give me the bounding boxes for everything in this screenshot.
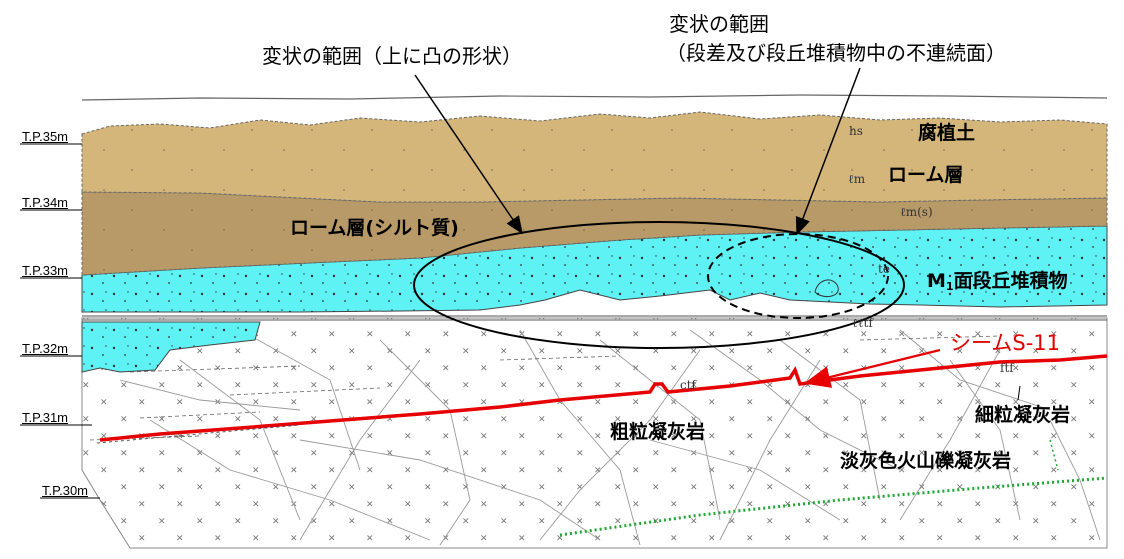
code-te: te (878, 262, 890, 276)
elevation-label-34: T.P.34m (22, 195, 69, 210)
code-hs: hs (849, 124, 863, 138)
deformation-ellipse-solid (413, 221, 905, 349)
arrow-step (795, 67, 861, 236)
fine-tuff-label: 細粒凝灰岩 (975, 404, 1071, 426)
elevation-label-31: T.P.31m (22, 410, 69, 425)
code-ctf: ctf (680, 378, 696, 392)
deformation-convex-caption: 変状の範囲（上に凸の形状） (262, 44, 522, 68)
arrow-seam (803, 348, 941, 388)
deformation-ellipse-dashed (707, 233, 889, 319)
arrow-convex (414, 74, 523, 235)
code-lltf: ℓℓtf (852, 316, 873, 330)
seam-label: シームS-11 (950, 331, 1060, 355)
fracture-lines (119, 329, 1101, 546)
deformation-step-detail: （段差及び段丘堆積物中の不連続面） (666, 41, 1006, 65)
lapilli-tuff-label: 淡灰色火山礫凝灰岩 (840, 450, 1012, 472)
elevation-label-35: T.P.35m (22, 129, 69, 144)
terrace-deposit-label: M1面段丘堆積物 (927, 270, 1068, 293)
humus-label: 腐植土 (918, 122, 976, 144)
code-lm: ℓm (848, 172, 866, 186)
silty-loam-label: ローム層(シルト質) (290, 217, 459, 239)
deformation-step-caption: 変状の範囲 (669, 12, 769, 36)
coarse-tuff-label: 粗粒凝灰岩 (610, 421, 706, 443)
code-lms: ℓm(s) (900, 205, 933, 219)
loam-label: ローム層 (888, 164, 964, 186)
elevation-label-30: T.P.30m (42, 483, 89, 498)
code-ftf: ftf (1000, 361, 1014, 375)
tuff-boundary-line (559, 476, 1108, 537)
elevation-label-33: T.P.33m (22, 263, 69, 278)
elevation-label-32: T.P.32m (22, 341, 69, 356)
seam-s11-line (99, 354, 1108, 442)
